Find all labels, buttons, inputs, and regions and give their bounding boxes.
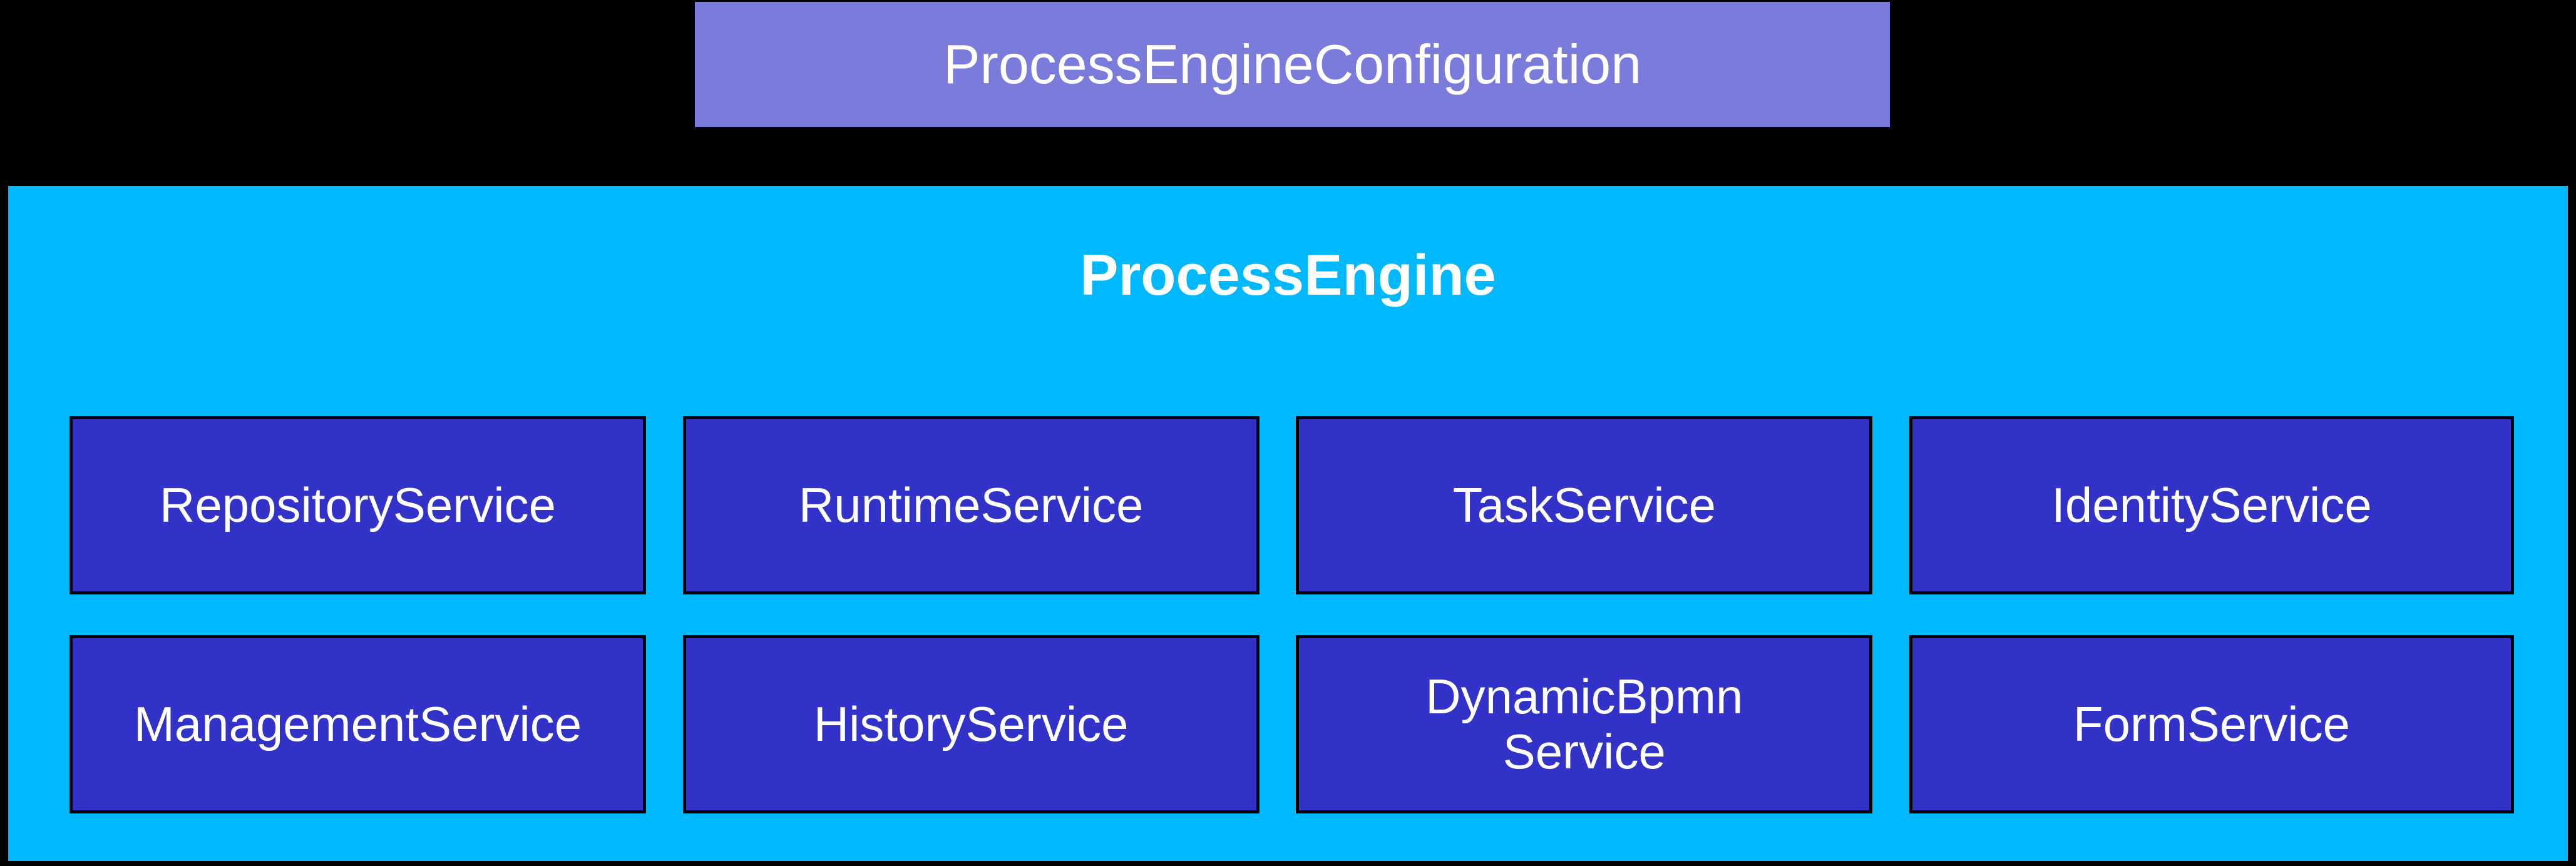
service-box-task-service: TaskService	[1296, 416, 1873, 594]
service-grid: RepositoryService RuntimeService TaskSer…	[69, 416, 2514, 813]
process-engine-configuration-box: ProcessEngineConfiguration	[695, 2, 1890, 127]
service-label: FormService	[2073, 696, 2350, 751]
service-label: RuntimeService	[798, 477, 1144, 532]
service-box-management-service: ManagementService	[69, 635, 646, 813]
service-box-repository-service: RepositoryService	[69, 416, 646, 594]
service-row-1: RepositoryService RuntimeService TaskSer…	[69, 416, 2514, 594]
service-box-form-service: FormService	[1909, 635, 2514, 813]
service-box-history-service: HistoryService	[682, 635, 1260, 813]
service-label: IdentityService	[2051, 477, 2372, 532]
service-box-runtime-service: RuntimeService	[682, 416, 1260, 594]
service-label: RepositoryService	[160, 477, 556, 532]
service-row-2: ManagementService HistoryService Dynamic…	[69, 635, 2514, 813]
service-label: ManagementService	[133, 696, 582, 751]
process-engine-title: ProcessEngine	[1080, 243, 1496, 307]
service-label: HistoryService	[813, 696, 1129, 751]
service-label: DynamicBpmn Service	[1425, 669, 1743, 779]
service-box-identity-service: IdentityService	[1909, 416, 2514, 594]
process-engine-container: ProcessEngine RepositoryService RuntimeS…	[4, 182, 2572, 865]
service-box-dynamic-bpmn-service: DynamicBpmn Service	[1296, 635, 1873, 813]
service-label: TaskService	[1452, 477, 1716, 532]
process-engine-configuration-label: ProcessEngineConfiguration	[943, 33, 1642, 95]
